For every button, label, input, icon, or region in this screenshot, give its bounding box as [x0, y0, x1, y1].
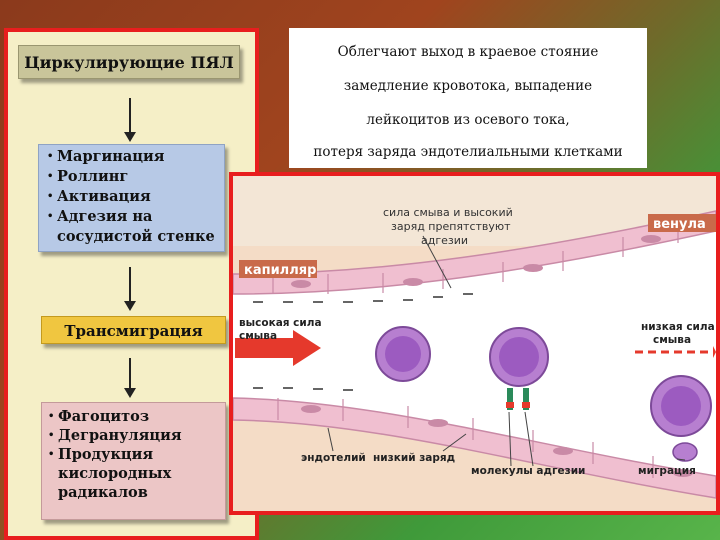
circulating-pmn-box: Циркулирующие ПЯЛ	[18, 45, 240, 79]
capillary-label: капилляр	[244, 263, 316, 278]
top-annotation-line: заряд препятствуют	[391, 220, 511, 233]
top-annotation-line: сила смыва и высокий	[383, 206, 513, 219]
down-arrow-icon	[124, 358, 136, 398]
low-flow-label: смыва	[653, 334, 691, 346]
high-flow-label: смыва	[239, 330, 277, 342]
down-arrow-icon	[124, 267, 136, 311]
low-charge-label: низкий заряд	[373, 452, 455, 464]
down-arrow-icon	[124, 98, 136, 142]
explanation-line: потеря заряда эндотелиальными клетками	[289, 144, 647, 160]
top-annotation-line: адгезии	[421, 234, 468, 247]
explanation-line: Облегчают выход в краевое стояние	[289, 44, 647, 60]
list-item: •Роллинг	[47, 167, 224, 187]
list-item: •Дегрануляция	[48, 426, 225, 445]
high-flow-label: высокая сила	[239, 317, 322, 329]
transmigration-box: Трансмиграция	[41, 316, 226, 344]
explanation-line: лейкоцитов из осевого тока,	[289, 112, 647, 128]
list-item: •Продукция кислородных радикалов	[48, 445, 225, 502]
leukocyte-rolling	[376, 327, 430, 381]
list-item: •Активация	[47, 187, 224, 207]
leukocyte-cascade-panel: Циркулирующие ПЯЛ •Маргинация •Роллинг •…	[4, 28, 259, 540]
adhesion-molecules-label: молекулы адгезии	[471, 465, 585, 477]
adhesion-stages-box: •Маргинация •Роллинг •Активация •Адгезия…	[38, 144, 225, 252]
low-flow-label: низкая сила	[641, 321, 715, 333]
list-item: •Маргинация	[47, 147, 224, 167]
venule-label: венула	[653, 217, 706, 232]
list-item: •Фагоцитоз	[48, 407, 225, 426]
effector-functions-box: •Фагоцитоз •Дегрануляция •Продукция кисл…	[41, 402, 226, 520]
endothelium-label: эндотелий	[301, 452, 366, 464]
explanation-line: замедление кровотока, выпадение	[289, 78, 647, 94]
migration-label: миграция	[638, 465, 696, 477]
explanation-text-box: Облегчают выход в краевое стояние замедл…	[289, 28, 647, 168]
vessel-diagram: капилляр венула сила смыва и высокий зар…	[229, 172, 720, 515]
list-item: •Адгезия на сосудистой стенке	[47, 207, 224, 247]
vessel-illustration: капилляр венула сила смыва и высокий зар…	[233, 176, 716, 511]
